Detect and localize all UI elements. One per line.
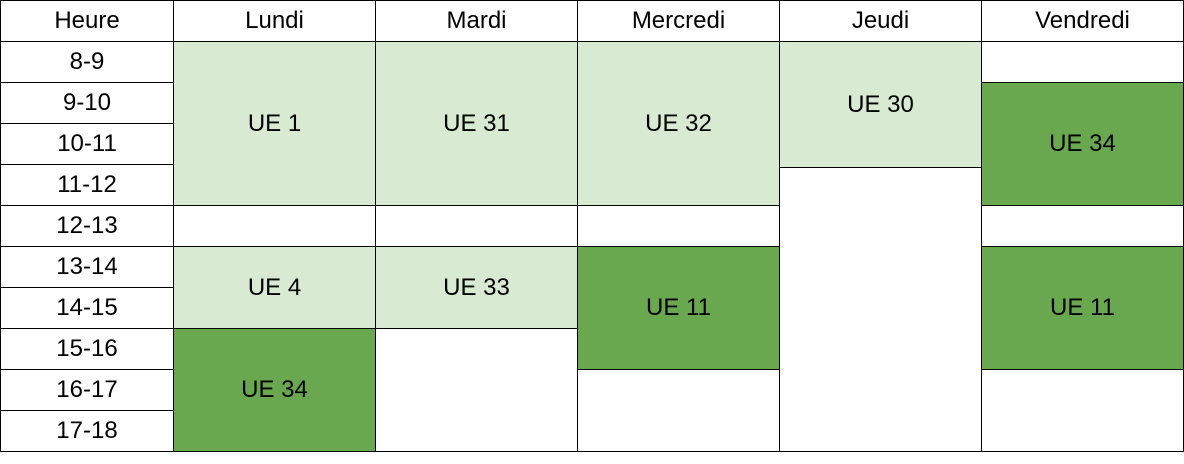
hour-label: 12-13: [0, 205, 174, 247]
hour-label: 13-14: [0, 246, 174, 288]
vendredi-empty-8-9: [981, 41, 1184, 83]
mardi-empty-afternoon: [375, 328, 578, 452]
lundi-ue1-block: UE 1: [173, 41, 376, 206]
hour-label: 16-17: [0, 369, 174, 411]
row-8-9: 8-9 UE 1 UE 31 UE 32 UE 30: [0, 41, 1184, 452]
header-mardi: Mardi: [375, 0, 578, 42]
jeudi-ue30-block: UE 30: [780, 42, 981, 168]
jeudi-column: UE 30: [779, 41, 982, 452]
lundi-empty-12-13: [173, 205, 376, 247]
mercredi-empty-afternoon: [577, 369, 780, 452]
row-15-16: 15-16 UE 34: [0, 328, 1184, 452]
row-10-11: 10-11: [0, 123, 1184, 165]
timetable: Heure Lundi Mardi Mercredi Jeudi Vendred…: [0, 0, 1184, 452]
mardi-ue31-block: UE 31: [375, 41, 578, 206]
mardi-ue33-block: UE 33: [375, 246, 578, 329]
hour-label: 10-11: [0, 123, 174, 165]
lundi-ue4-block: UE 4: [173, 246, 376, 329]
hour-label: 17-18: [0, 410, 174, 452]
lundi-ue34-block: UE 34: [173, 328, 376, 452]
vendredi-ue11-block: UE 11: [981, 246, 1184, 370]
row-16-17: 16-17: [0, 369, 1184, 452]
header-jeudi: Jeudi: [779, 0, 982, 42]
header-vendredi: Vendredi: [981, 0, 1184, 42]
vendredi-empty-12-13: [981, 205, 1184, 247]
vendredi-ue34-block: UE 34: [981, 82, 1184, 206]
row-11-12: 11-12: [0, 164, 1184, 206]
mercredi-ue32-block: UE 32: [577, 41, 780, 206]
mercredi-ue11-block: UE 11: [577, 246, 780, 370]
vendredi-empty-afternoon: [981, 369, 1184, 452]
header-mercredi: Mercredi: [577, 0, 780, 42]
hour-label: 9-10: [0, 82, 174, 124]
hour-label: 14-15: [0, 287, 174, 329]
jeudi-ue30-label: UE 30: [847, 90, 914, 118]
row-13-14: 13-14 UE 4 UE 33 UE 11 UE 11: [0, 246, 1184, 370]
header-row: Heure Lundi Mardi Mercredi Jeudi Vendred…: [0, 0, 1184, 42]
mardi-empty-12-13: [375, 205, 578, 247]
hour-label: 15-16: [0, 328, 174, 370]
row-17-18: 17-18: [0, 410, 1184, 452]
header-heure: Heure: [0, 0, 174, 42]
hour-label: 11-12: [0, 164, 174, 206]
row-12-13: 12-13: [0, 205, 1184, 247]
mercredi-empty-12-13: [577, 205, 780, 247]
header-lundi: Lundi: [173, 0, 376, 42]
hour-label: 8-9: [0, 41, 174, 83]
row-14-15: 14-15: [0, 287, 1184, 329]
